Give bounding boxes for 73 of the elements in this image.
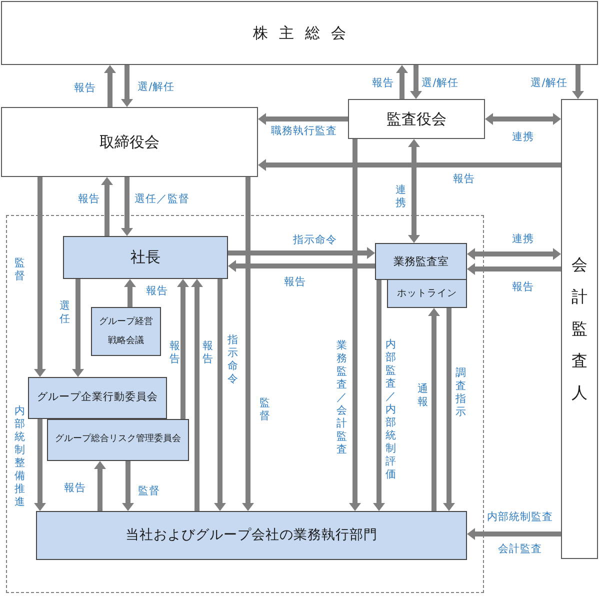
edge-label: 監督	[258, 397, 272, 423]
arrow	[34, 177, 46, 377]
organization-box: ホットライン	[387, 279, 467, 308]
edge-label: 報告	[453, 172, 475, 186]
edge-label: 選任／監督	[134, 192, 190, 206]
edge-label: 指示命令	[293, 234, 337, 246]
line-label: 会計監査	[498, 542, 542, 556]
arrow	[214, 279, 226, 511]
arrow	[121, 177, 133, 236]
arrow	[228, 260, 375, 272]
arrow	[443, 308, 455, 511]
arrow	[428, 308, 440, 511]
edge-label: 職務執行監査	[271, 124, 337, 138]
edge-label: 内部監査／内部統制評価	[384, 338, 398, 482]
arrow	[34, 419, 46, 511]
double-arrow	[408, 139, 420, 243]
organization-box: 業務監査室	[375, 243, 467, 280]
edge-label: 監督	[14, 257, 26, 283]
arrow	[124, 279, 136, 307]
arrow	[349, 139, 361, 511]
organization-box: グループ経営戦略会議	[91, 307, 161, 356]
edge-label: 連携	[394, 184, 408, 210]
edge-label: 内部統制整備推進	[14, 405, 26, 509]
dashed-boundary	[6, 215, 484, 593]
double-arrow	[485, 113, 561, 125]
edge-label: 報告	[78, 192, 100, 206]
arrow	[467, 528, 561, 540]
organization-box: グループ企業行動委員会	[28, 377, 167, 419]
arrow	[72, 279, 84, 377]
organization-box: 監査役会	[348, 99, 485, 139]
edge-label: 業務監査／会計監査	[336, 340, 348, 456]
organization-box: 会計監査人	[561, 99, 598, 559]
arrow	[242, 177, 254, 511]
edge-label: 選任	[58, 300, 72, 326]
arrow	[177, 279, 189, 419]
edge-label: 報告	[146, 284, 168, 298]
edge-label: 内部統制監査	[487, 510, 553, 524]
organization-box: グループ総合リスク管理委員会	[47, 419, 189, 461]
edge-label: 報告	[74, 82, 96, 94]
edge-label: 選/解任	[138, 80, 174, 94]
edge-label: 連携	[512, 232, 534, 246]
edge-label: 監督	[138, 484, 160, 498]
arrow	[101, 177, 113, 236]
edge-label: 報告	[284, 276, 306, 288]
edge-label: 指示命令	[226, 334, 240, 386]
edge-label: 報告	[202, 340, 214, 366]
arrow	[572, 65, 584, 99]
double-arrow	[467, 248, 561, 260]
arrow	[258, 159, 561, 171]
arrow	[410, 65, 422, 99]
arrow	[104, 65, 116, 107]
edge-label: 報告	[64, 482, 86, 494]
arrow	[396, 65, 408, 99]
arrow	[191, 279, 203, 511]
organization-box: 取締役会	[1, 107, 258, 177]
edge-label: 調査指示	[454, 367, 468, 419]
organization-box: 株主総会	[1, 1, 598, 65]
arrow	[373, 280, 385, 511]
edge-label: 選/解任	[422, 76, 458, 90]
arrow	[258, 113, 348, 125]
edge-label: 報告	[512, 280, 534, 294]
organization-box: 社長	[63, 236, 228, 279]
edge-label: 報告	[372, 76, 394, 90]
edge-label: 選/解任	[530, 76, 568, 90]
edge-label: 報告	[168, 340, 182, 366]
arrow	[228, 247, 375, 259]
edge-label: 連携	[512, 130, 534, 144]
arrow	[122, 461, 134, 511]
arrow	[121, 65, 133, 107]
organization-box: 当社およびグループ会社の業務執行部門	[36, 511, 467, 560]
arrow	[94, 461, 106, 511]
edge-label: 通報	[416, 383, 430, 409]
arrow	[467, 263, 561, 275]
